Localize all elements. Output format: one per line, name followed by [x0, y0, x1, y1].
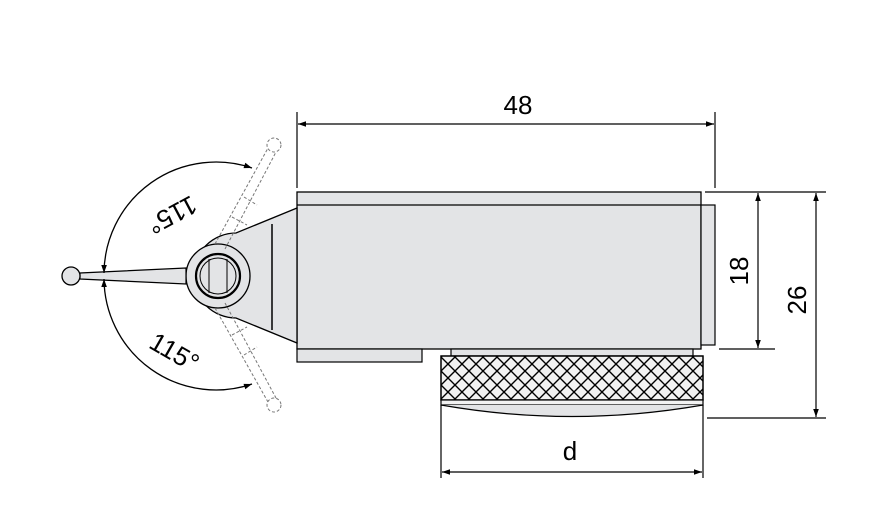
label-body-height: 18 — [724, 257, 754, 286]
angle-arcs — [101, 161, 253, 391]
knurled-nut — [440, 348, 704, 418]
dimension-body-height — [705, 191, 775, 350]
dimension-length — [296, 112, 716, 188]
dimension-total-height — [707, 191, 826, 419]
label-angle-upper: 115° — [142, 190, 202, 241]
label-length: 48 — [504, 90, 533, 120]
gauge-body — [296, 191, 716, 363]
label-total-height: 26 — [782, 286, 812, 315]
label-diameter: d — [563, 436, 577, 466]
dimension-diameter — [440, 405, 704, 478]
